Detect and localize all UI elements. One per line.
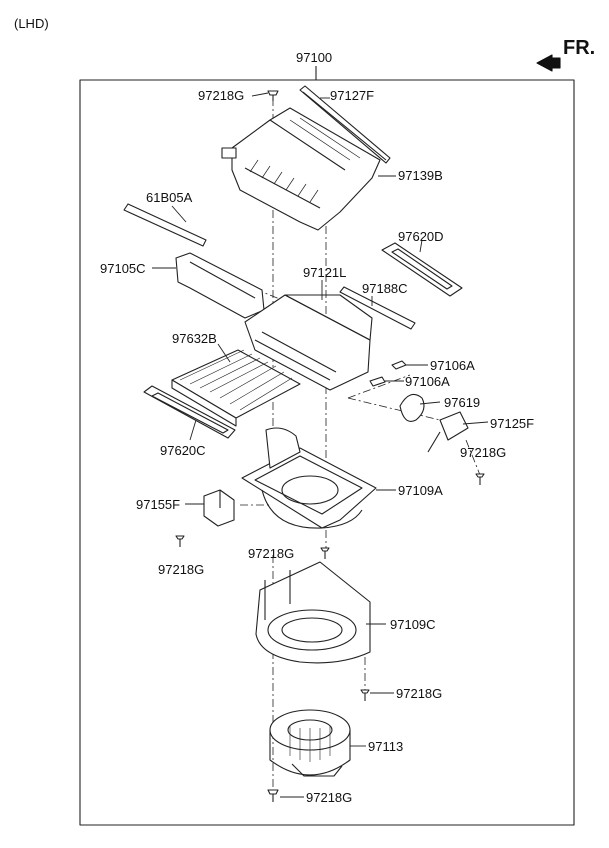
part-label-97188c: 97188C xyxy=(362,281,408,296)
part-97113-blower-motor xyxy=(269,709,351,777)
part-label-97632b: 97632B xyxy=(172,331,217,346)
part-label-97620d: 97620D xyxy=(398,229,444,244)
part-97620d-frame xyxy=(381,242,463,297)
screw-icons xyxy=(175,90,485,802)
part-label-61b05a: 61B05A xyxy=(146,190,193,205)
part-label-97139b: 97139B xyxy=(398,168,443,183)
part-label-97619: 97619 xyxy=(444,395,481,410)
part-97125f-lever xyxy=(427,411,469,453)
part-label-97109c: 97109C xyxy=(390,617,436,632)
part-97109c-lower-case xyxy=(255,561,371,664)
part-label-97620c: 97620C xyxy=(160,443,206,458)
lhd-label: (LHD) xyxy=(14,16,49,31)
front-arrow-icon xyxy=(536,54,561,72)
front-direction-label: FR. xyxy=(563,37,596,59)
part-label-97121l: 97121L xyxy=(303,265,347,280)
part-label-97105c: 97105C xyxy=(100,261,146,276)
part-61b05a-strip xyxy=(123,203,207,247)
part-label-97106a-2: 97106A xyxy=(405,374,450,389)
assembly-label-97100: 97100 xyxy=(296,50,333,65)
part-97632b-filter xyxy=(171,349,301,427)
part-label-97109a: 97109A xyxy=(398,483,443,498)
part-label-97218g-6: 97218G xyxy=(306,790,353,805)
part-label-97106a-1: 97106A xyxy=(430,358,475,373)
part-label-97218g-5: 97218G xyxy=(396,686,443,701)
part-97106a-clips xyxy=(369,360,407,387)
part-label-97113: 97113 xyxy=(368,739,404,754)
part-97620c-frame xyxy=(143,385,236,439)
part-label-97218g-3: 97218G xyxy=(158,562,205,577)
part-label-97218g-2: 97218G xyxy=(460,445,507,460)
assembly-frame xyxy=(79,79,575,826)
part-97139b-upper-case xyxy=(221,107,381,231)
part-label-97218g-4: 97218G xyxy=(248,546,295,561)
part-label-97125f: 97125F xyxy=(490,416,535,431)
part-97155f-resistor xyxy=(203,489,235,527)
part-label-97127f: 97127F xyxy=(330,88,375,103)
part-label-97218g: 97218G xyxy=(198,88,245,103)
part-97109a-upper-case xyxy=(241,427,377,529)
part-97105c-duct xyxy=(175,252,265,319)
part-97127f-seal xyxy=(299,85,391,164)
part-97188c-seal xyxy=(339,286,416,330)
part-97121l-housing xyxy=(244,294,373,391)
part-97619-actuator xyxy=(399,393,425,422)
part-label-97155f: 97155F xyxy=(136,497,181,512)
